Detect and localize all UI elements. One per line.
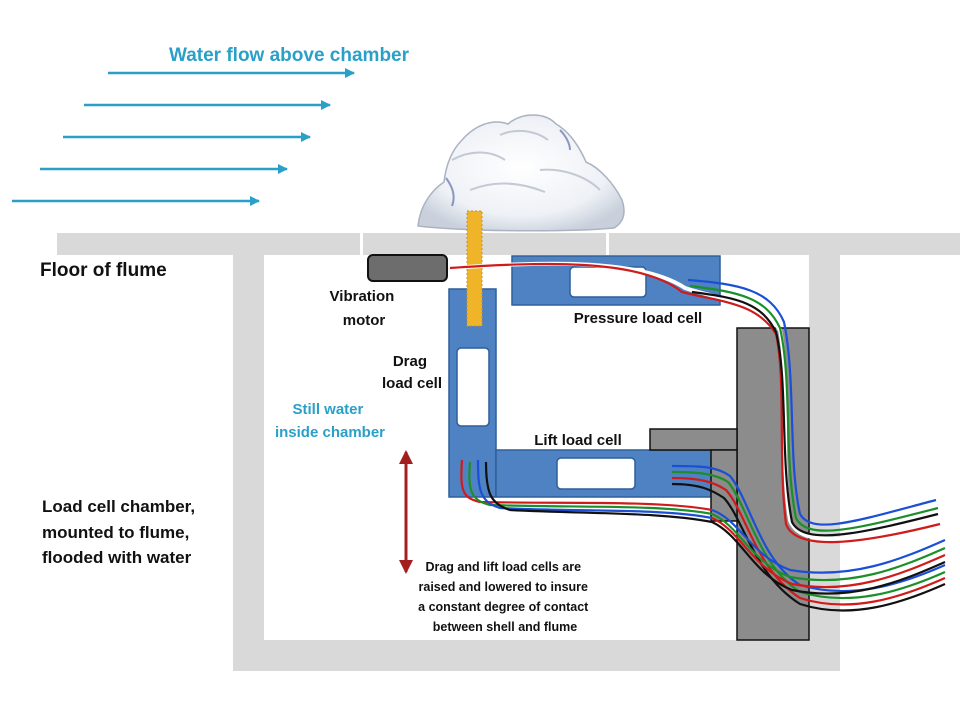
chamber-label-line: mounted to flume, [42,523,189,542]
wire-bundle-drag [460,459,713,524]
contact-note-line: a constant degree of contact [418,600,589,614]
lift-load-cell-label: Lift load cell [534,432,622,449]
flow-arrows [12,68,355,206]
flume-floor-middle [363,233,606,255]
chamber-left-wall [233,255,264,671]
vibration-motor-label-line: Vibration [330,288,395,305]
chamber-bottom-wall [233,640,840,671]
drag-load-cell-label: Drag load cell [382,353,442,392]
mount-column [736,327,810,641]
chamber-label-line: flooded with water [42,548,192,567]
contact-note-line: between shell and flume [433,620,578,634]
still-water-label-line: inside chamber [275,424,385,441]
shell-illustration [417,114,625,232]
mount-arm [649,428,738,451]
pressure-load-cell-label: Pressure load cell [574,310,702,327]
still-water-label: Still water inside chamber [275,401,385,441]
contact-note-line: Drag and lift load cells are [425,560,581,574]
water-flow-label: Water flow above chamber [169,45,410,66]
wire-bundle-upper [449,261,941,544]
contact-note: Drag and lift load cells are raised and … [418,560,592,634]
wire-bundle-lift [671,464,946,612]
vibration-motor-label: Vibration motor [330,288,399,329]
lift-load-cell-slot [556,457,636,490]
flume-floor-right [609,233,960,255]
drag-load-cell-label-line: load cell [382,375,442,392]
drag-load-cell-label-line: Drag [393,353,427,370]
chamber-label-line: Load cell chamber, [42,497,195,516]
still-water-label-line: Still water [292,401,363,418]
vibration-motor [367,254,448,282]
drag-load-cell-slot [456,347,490,427]
floor-of-flume-label: Floor of flume [40,260,167,281]
chamber-label: Load cell chamber, mounted to flume, flo… [42,497,200,567]
vibration-rod [466,210,483,327]
flume-floor-left [57,233,360,255]
vibration-motor-label-line: motor [343,312,386,329]
contact-note-line: raised and lowered to insure [419,580,589,594]
